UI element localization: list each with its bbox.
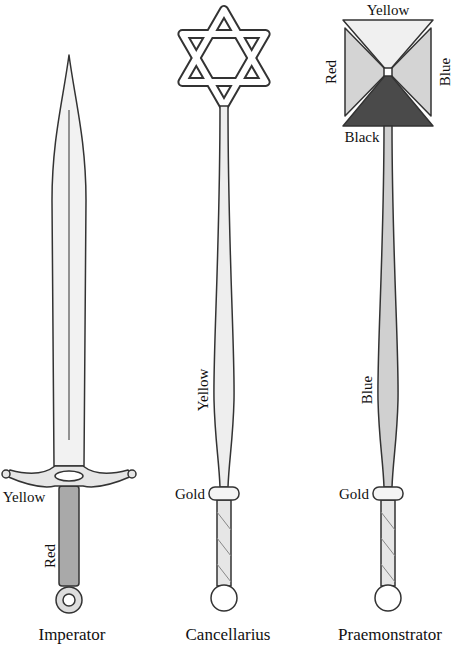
part-label: Gold bbox=[339, 487, 369, 502]
guard-knob bbox=[128, 470, 136, 478]
part-label: Black bbox=[345, 130, 380, 145]
part-label: Blue bbox=[360, 376, 375, 404]
sword-pommel bbox=[56, 587, 82, 613]
caption: Imperator bbox=[38, 626, 105, 643]
sword-guard bbox=[6, 466, 132, 487]
part-label: Yellow bbox=[3, 490, 46, 505]
wand-shaft bbox=[214, 106, 234, 487]
cross-arm bbox=[343, 72, 433, 126]
cross-arm bbox=[343, 20, 433, 72]
sword-grip bbox=[59, 486, 79, 586]
guard-knob bbox=[2, 470, 10, 478]
part-label: Red bbox=[43, 544, 58, 568]
grip-spiral bbox=[217, 512, 231, 582]
gold-band bbox=[209, 487, 239, 500]
part-label: Blue bbox=[438, 58, 453, 86]
wand-ball bbox=[375, 585, 401, 611]
hexagram bbox=[182, 10, 265, 106]
cross-center bbox=[384, 68, 392, 76]
part-label: Yellow bbox=[196, 369, 211, 412]
caption: Praemonstrator bbox=[338, 626, 442, 643]
wand-ball bbox=[211, 585, 237, 611]
caption: Cancellarius bbox=[186, 626, 271, 643]
pommel-center bbox=[63, 594, 75, 606]
guard-boss bbox=[55, 471, 83, 481]
part-label: Red bbox=[324, 60, 339, 84]
wand-shaft bbox=[378, 126, 398, 487]
wand-grip bbox=[381, 500, 395, 586]
part-label: Gold bbox=[175, 487, 205, 502]
wand-grip bbox=[217, 500, 231, 586]
grip-spiral bbox=[381, 512, 395, 582]
gold-band bbox=[373, 487, 403, 500]
part-label: Yellow bbox=[367, 3, 410, 18]
sword-blade bbox=[52, 55, 86, 466]
blade-fuller bbox=[69, 110, 70, 440]
